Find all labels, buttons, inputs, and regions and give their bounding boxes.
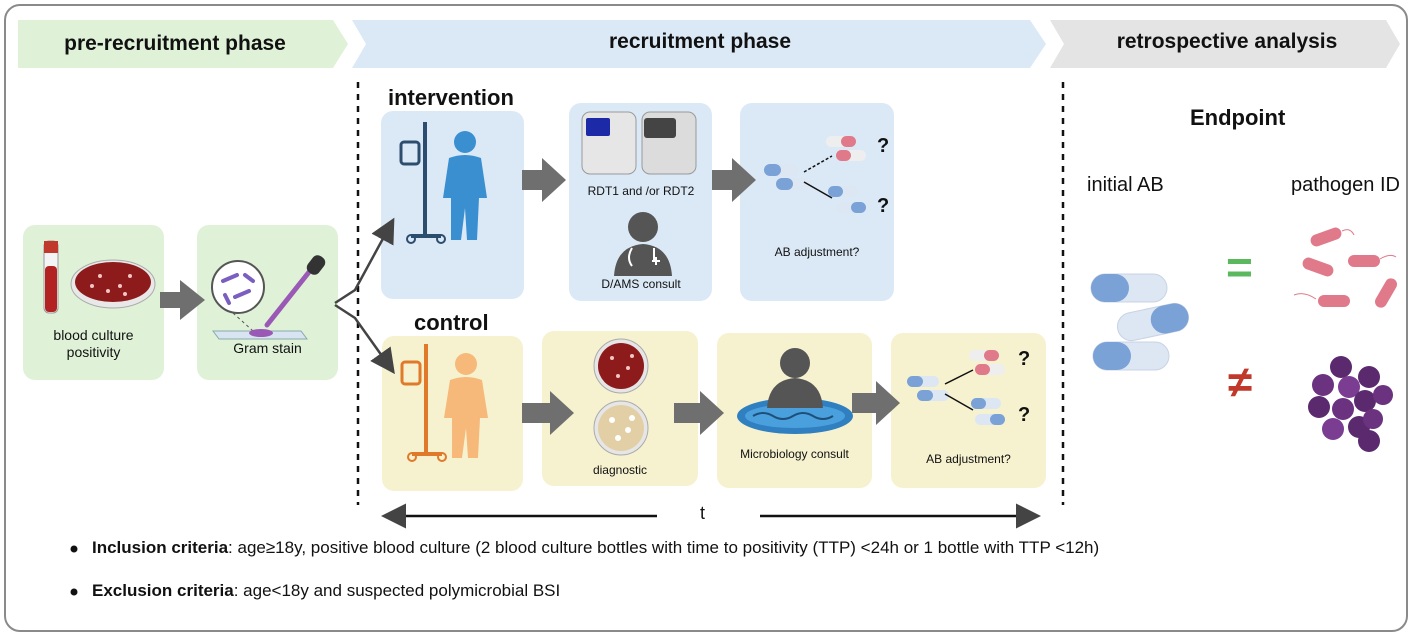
branch-line-control <box>334 303 395 375</box>
exclusion-term: Exclusion criteria <box>92 581 234 600</box>
equal-sign: = <box>1226 241 1253 293</box>
control-patient-icon <box>400 344 488 462</box>
control-question-2: ? <box>1018 404 1031 426</box>
control-ab-label: AB adjustment? <box>926 452 1011 466</box>
exclusion-text: : age<18y and suspected polymicrobial BS… <box>233 581 561 600</box>
intervention-pills-icon <box>764 136 866 213</box>
culture-plates-icon <box>593 338 649 456</box>
retro-phase-label: retrospective analysis <box>1116 30 1338 53</box>
recruitment-phase-label: recruitment phase <box>608 30 792 53</box>
intervention-ab-label: AB adjustment? <box>774 245 860 259</box>
arrow-ctl-1 <box>522 391 574 435</box>
retro-phase-banner <box>1050 20 1400 68</box>
blood-culture-label: blood culture positivity <box>53 327 134 360</box>
control-ab-box <box>891 333 1046 488</box>
recruitment-phase-banner <box>352 20 1046 68</box>
control-question-1: ? <box>1018 348 1031 370</box>
ams-consult-label: D/AMS consult <box>601 277 681 291</box>
blood-culture-icon <box>43 240 156 314</box>
intervention-question-1: ? <box>877 135 890 157</box>
arrow-int-1 <box>522 158 566 202</box>
control-pills-icon <box>907 350 1005 425</box>
control-title: control <box>414 310 489 335</box>
intervention-question-2: ? <box>877 195 890 217</box>
arrow-bc-to-gram <box>160 280 205 320</box>
arrow-ctl-3 <box>852 381 900 425</box>
inclusion-text: : age≥18y, positive blood culture (2 blo… <box>228 538 1100 557</box>
gram-stain-icon <box>211 255 326 340</box>
phase-banners <box>18 20 1400 68</box>
inclusion-criteria: Inclusion criteria: age≥18y, positive bl… <box>92 538 1099 558</box>
timeline-label: t <box>700 503 706 523</box>
rdt-devices-icon <box>581 111 697 175</box>
inclusion-term: Inclusion criteria <box>92 538 229 557</box>
criteria-bullets <box>70 545 78 596</box>
cocci-cluster-icon <box>1308 356 1393 452</box>
pre-phase-banner <box>18 20 348 68</box>
microbiology-doctor-icon <box>737 348 853 434</box>
branch-line-intervention <box>334 217 395 305</box>
not-equal-sign: ≠ <box>1228 358 1253 407</box>
endpoint-title: Endpoint <box>1190 105 1286 130</box>
arrow-ctl-2 <box>674 391 724 435</box>
gram-stain-label: Gram stain <box>233 340 302 356</box>
intervention-title: intervention <box>388 85 514 110</box>
initial-ab-pills-icon <box>1090 273 1190 371</box>
exclusion-criteria: Exclusion criteria: age<18y and suspecte… <box>92 581 560 601</box>
bacteria-rods-icon <box>1293 227 1397 308</box>
diagram-frame <box>4 4 1408 632</box>
rdt-label: RDT1 and /or RDT2 <box>587 184 695 198</box>
intervention-patient-icon <box>399 122 487 244</box>
initial-ab-label: initial AB <box>1087 174 1164 196</box>
arrow-int-2 <box>712 158 756 202</box>
ams-doctor-icon <box>614 212 672 276</box>
pre-phase-label: pre-recruitment phase <box>64 32 286 55</box>
intervention-ab-box <box>740 103 894 301</box>
diagnostic-label: diagnostic <box>592 463 648 477</box>
microbiology-consult-label: Microbiology consult <box>740 447 849 461</box>
pathogen-id-label: pathogen ID <box>1291 174 1400 196</box>
